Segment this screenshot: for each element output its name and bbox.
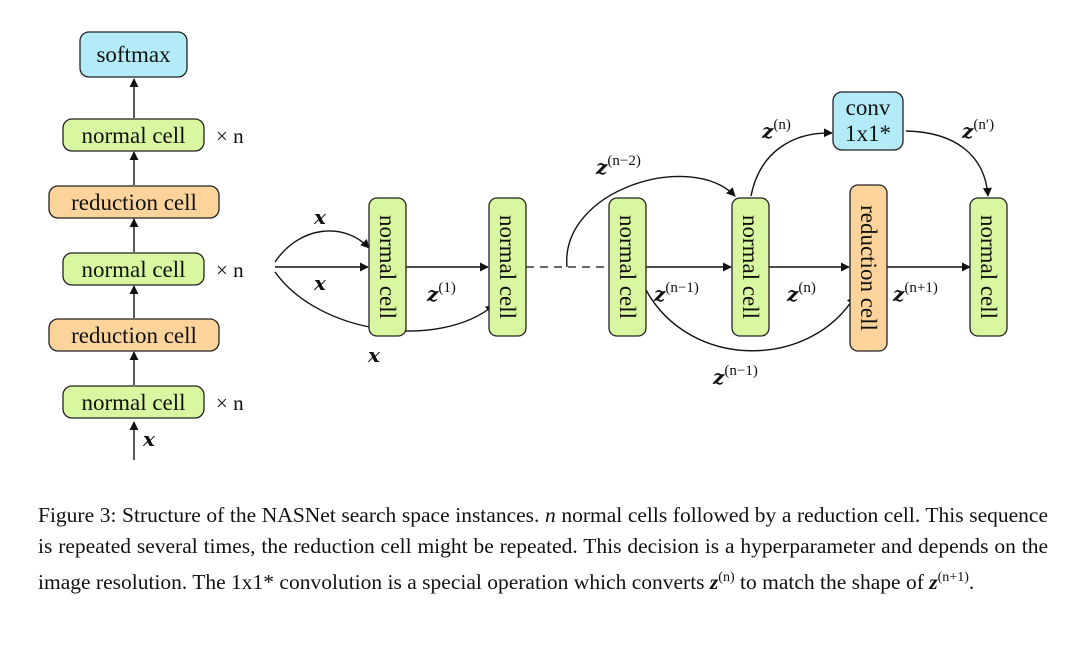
stack-reduction-cell-1: reduction cell: [48, 318, 220, 352]
chain-reduction-cell: reduction cell: [849, 184, 888, 352]
caption-sup1: (n): [718, 570, 735, 585]
label-zn1-top: z(n−1): [653, 280, 699, 306]
stack-input-label: x: [142, 427, 156, 451]
stack-normal-cell-1: normal cell: [62, 385, 205, 419]
conv-label-line1: conv: [846, 95, 891, 120]
chain-normal-cell-4: normal cell: [731, 197, 770, 337]
stack-reduction-cell-1-label: reduction cell: [71, 323, 197, 348]
label-zn2: z(n−2): [595, 153, 641, 179]
stack-reduction-cell-2-label: reduction cell: [71, 190, 197, 215]
chain-normal-cell-final: normal cell: [969, 197, 1008, 337]
conv-label-line2: 1x1*: [845, 121, 891, 146]
stack-normal-cell-3-label: normal cell: [81, 123, 185, 148]
chain-reduction-cell-label: reduction cell: [856, 205, 881, 331]
chain-conv-1x1: conv 1x1*: [832, 91, 904, 151]
caption-text-2: normal cells followed by a reduction cel…: [38, 503, 1048, 595]
edge-cell4-to-conv: [750, 128, 833, 197]
stack-multiplier-3: × n: [216, 124, 244, 148]
edge-zn1-skip: [645, 289, 856, 352]
caption-text-1: Figure 3: Structure of the NASNet search…: [38, 503, 545, 527]
chain-normal-cell-4-label: normal cell: [738, 215, 763, 319]
figure-caption: Figure 3: Structure of the NASNet search…: [38, 500, 1048, 598]
label-x-mid: x: [313, 271, 327, 295]
label-zn-prime: z(n′): [961, 117, 994, 143]
chain-normal-cell-3: normal cell: [608, 197, 647, 337]
label-zn1-bottom: z(n−1): [712, 363, 758, 389]
stack-multiplier-2: × n: [216, 258, 244, 282]
label-x-top: x: [313, 205, 327, 229]
caption-text-4: .: [968, 570, 975, 595]
nasnet-diagram: softmax normal cell × n reduction cell n…: [48, 31, 1008, 460]
stack-softmax: softmax: [79, 31, 188, 78]
chain-normal-cell-2-label: normal cell: [495, 215, 520, 319]
stack-reduction-cell-2: reduction cell: [48, 185, 220, 219]
chain-normal-cell-2: normal cell: [488, 197, 527, 337]
chain-normal-cell-3-label: normal cell: [615, 215, 640, 319]
edge-zn2-skip: [566, 175, 736, 268]
stack-normal-cell-2-label: normal cell: [81, 257, 185, 282]
label-x-bottom: x: [367, 343, 381, 367]
caption-z1: z: [709, 570, 719, 595]
label-zn-mid: z(n): [786, 280, 816, 306]
chain-normal-cell-1: normal cell: [368, 197, 407, 337]
chain-normal-cell-1-label: normal cell: [375, 215, 400, 319]
stack-normal-cell-2: normal cell: [62, 252, 205, 286]
stack-normal-cell-3: normal cell: [62, 118, 205, 152]
caption-text-3: to match the shape of: [734, 570, 930, 595]
label-z1: z(1): [426, 280, 456, 306]
edge-conv-to-final: [905, 130, 992, 197]
stack-softmax-label: softmax: [96, 42, 171, 67]
label-zn-plus1: z(n+1): [892, 280, 938, 306]
chain-normal-cell-final-label: normal cell: [976, 215, 1001, 319]
caption-n: n: [545, 503, 556, 527]
stack-normal-cell-1-label: normal cell: [81, 390, 185, 415]
caption-sup2: (n+1): [937, 570, 969, 585]
edge-x-to-cell1-curved: [274, 230, 370, 263]
caption-z2: z: [929, 570, 938, 595]
stack-multiplier-1: × n: [216, 391, 244, 415]
label-zn-conv: z(n): [761, 117, 791, 143]
